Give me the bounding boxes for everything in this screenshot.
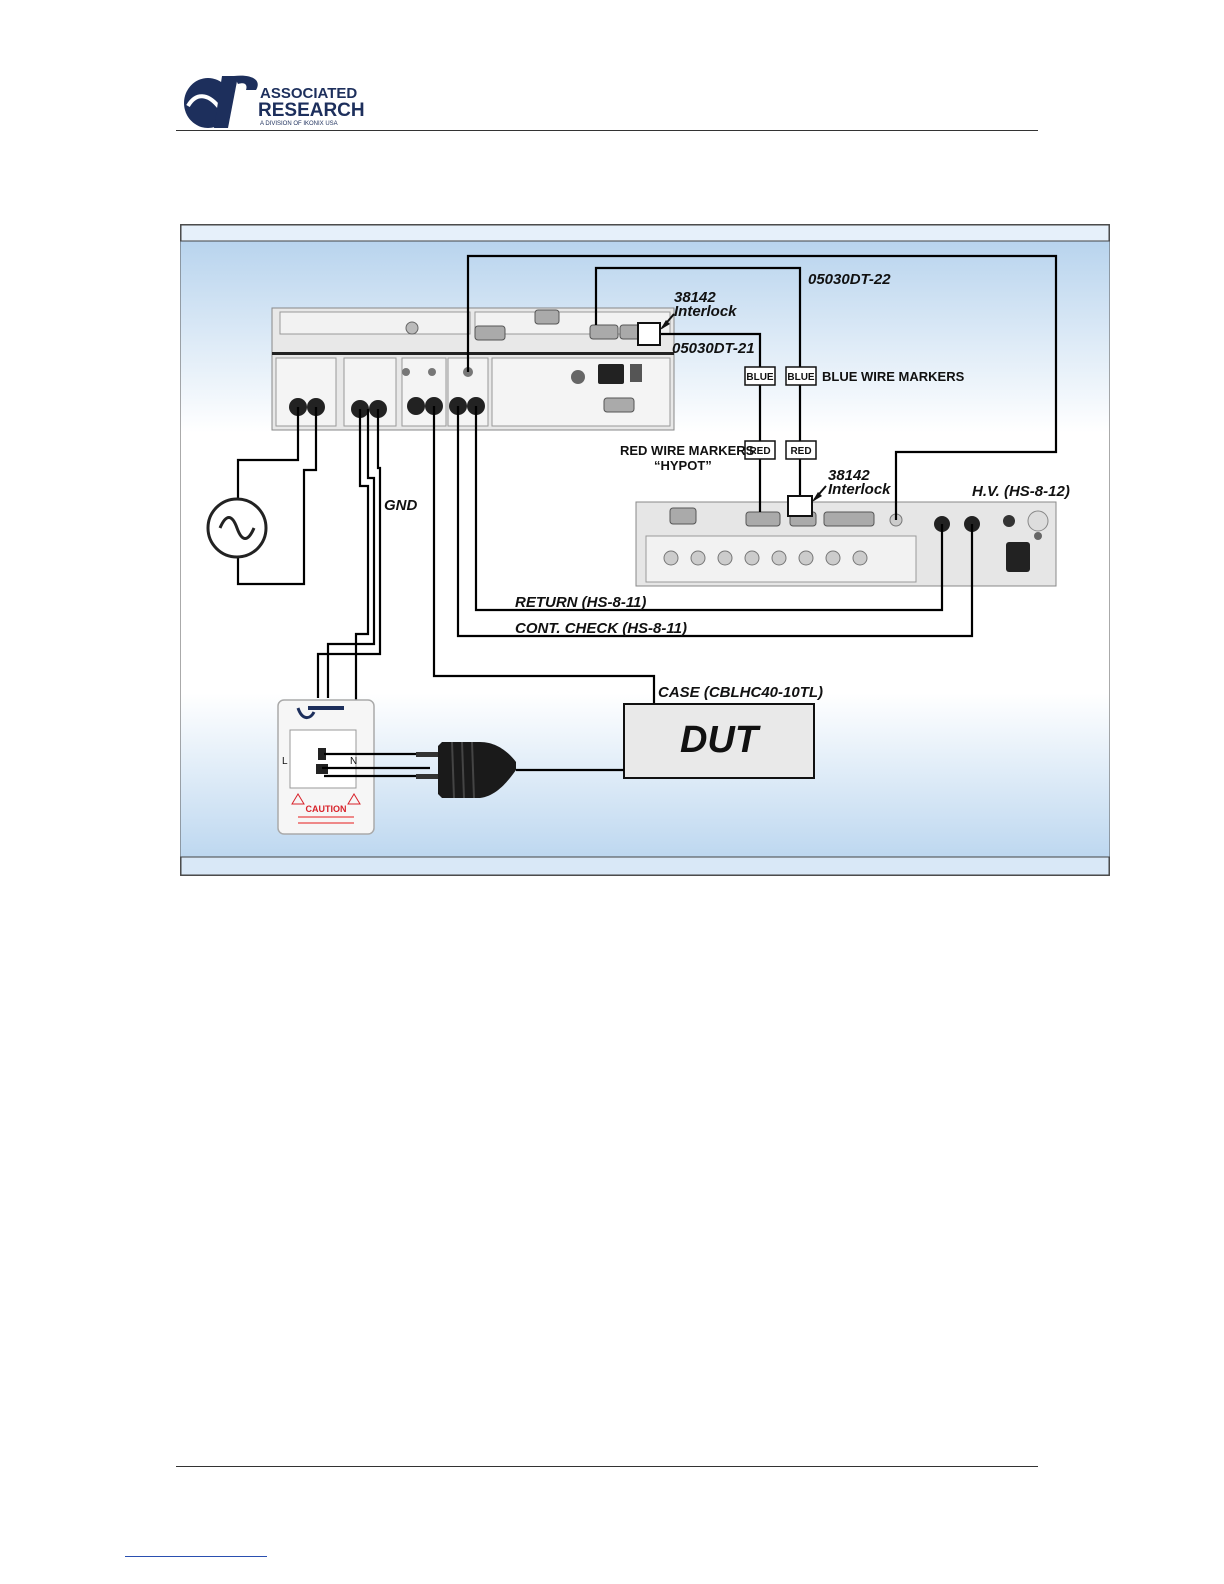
scanner-rear-panel	[636, 502, 1056, 586]
interlock-plug-mid	[788, 496, 812, 516]
top-band	[181, 225, 1109, 241]
footer-rule	[176, 1466, 1038, 1467]
label-05030dt-22: 05030DT-22	[808, 271, 891, 288]
brand-sub: A DIVISION OF IKONIX USA	[260, 121, 338, 127]
dut-box: DUT	[624, 704, 814, 778]
label-cont-check: CONT. CHECK (HS-8-11)	[515, 620, 687, 637]
dut-label: DUT	[680, 719, 761, 761]
label-blue-wire-markers: BLUE WIRE MARKERS	[822, 369, 965, 384]
bottom-band	[181, 857, 1109, 875]
label-red-wire-markers: RED WIRE MARKERS	[620, 443, 755, 458]
label-case: CASE (CBLHC40-10TL)	[658, 684, 823, 701]
outlet-caution: CAUTION	[306, 804, 347, 814]
ar-logo-icon	[184, 76, 258, 128]
outlet-label-l: L	[282, 756, 288, 767]
associated-research-logo: ASSOCIATED RESEARCH A DIVISION OF IKONIX…	[182, 72, 382, 130]
label-05030dt-21: 05030DT-21	[672, 340, 755, 357]
label-interlock-mid: Interlock	[828, 481, 891, 498]
red-tag-right: RED	[790, 446, 811, 457]
label-gnd: GND	[384, 497, 418, 514]
brand-line2: RESEARCH	[258, 100, 365, 121]
blue-tag-left: BLUE	[746, 372, 774, 383]
label-interlock-top: Interlock	[674, 303, 737, 320]
blue-tag-right: BLUE	[787, 372, 815, 383]
hipot-tester-rear-panel	[272, 308, 674, 430]
label-hv: H.V. (HS-8-12)	[972, 483, 1070, 500]
outlet-label-n: N	[350, 756, 357, 767]
header-rule	[176, 130, 1038, 131]
interlock-plug-top	[638, 323, 660, 345]
footer-link-underline[interactable]	[125, 1556, 267, 1557]
label-hypot: “HYPOT”	[654, 458, 712, 473]
label-return: RETURN (HS-8-11)	[515, 594, 646, 611]
wiring-diagram: BLUE BLUE RED RED 38142 Interlock 05030D…	[180, 224, 1110, 876]
